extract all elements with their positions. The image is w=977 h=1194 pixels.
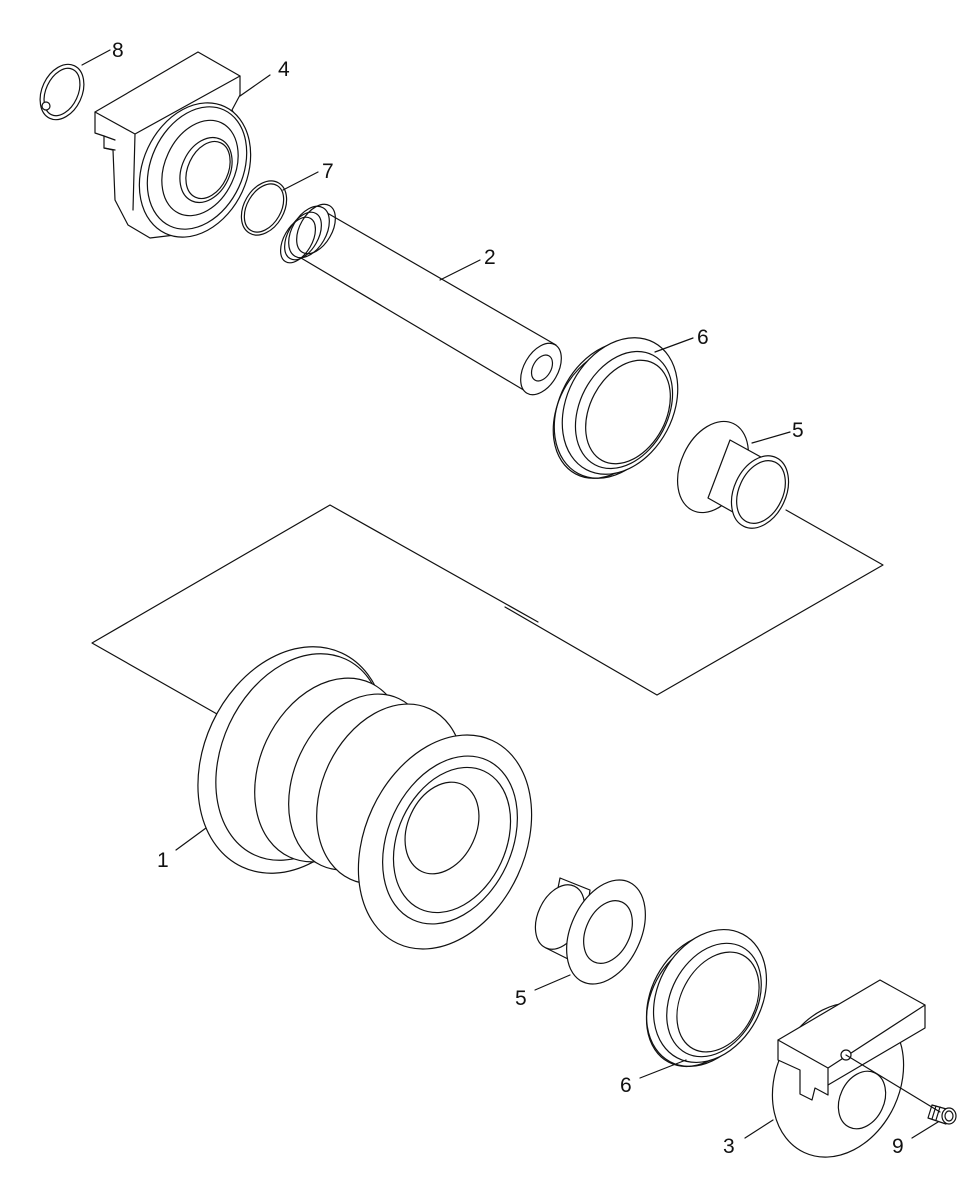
- callout-8: 8: [112, 39, 124, 62]
- leader-lines: [81, 49, 941, 1139]
- part-1-roller: [197, 646, 533, 950]
- part-7-o-ring: [240, 180, 288, 236]
- callout-6-lower: 6: [620, 1074, 632, 1097]
- callout-5-upper: 5: [792, 419, 804, 442]
- part-2-shaft: [279, 203, 562, 396]
- part-4-collar: [94, 51, 252, 239]
- part-9-plug: [927, 1104, 957, 1125]
- callout-2: 2: [484, 246, 496, 269]
- callout-7: 7: [322, 160, 334, 183]
- callout-3: 3: [723, 1135, 735, 1158]
- part-8-snap-ring: [39, 63, 85, 121]
- part-5-bushing-upper: [677, 420, 790, 529]
- part-5-bushing-lower: [534, 877, 646, 985]
- part-6-seal-upper: [552, 337, 679, 479]
- callout-6-upper: 6: [697, 326, 709, 349]
- part-3-collar: [771, 979, 926, 1158]
- callout-9: 9: [892, 1135, 904, 1158]
- assembly-plane: [91, 504, 884, 715]
- callout-1: 1: [157, 849, 169, 872]
- part-6-seal-lower: [645, 928, 768, 1068]
- callout-4: 4: [278, 58, 290, 81]
- callout-5-lower: 5: [515, 987, 527, 1010]
